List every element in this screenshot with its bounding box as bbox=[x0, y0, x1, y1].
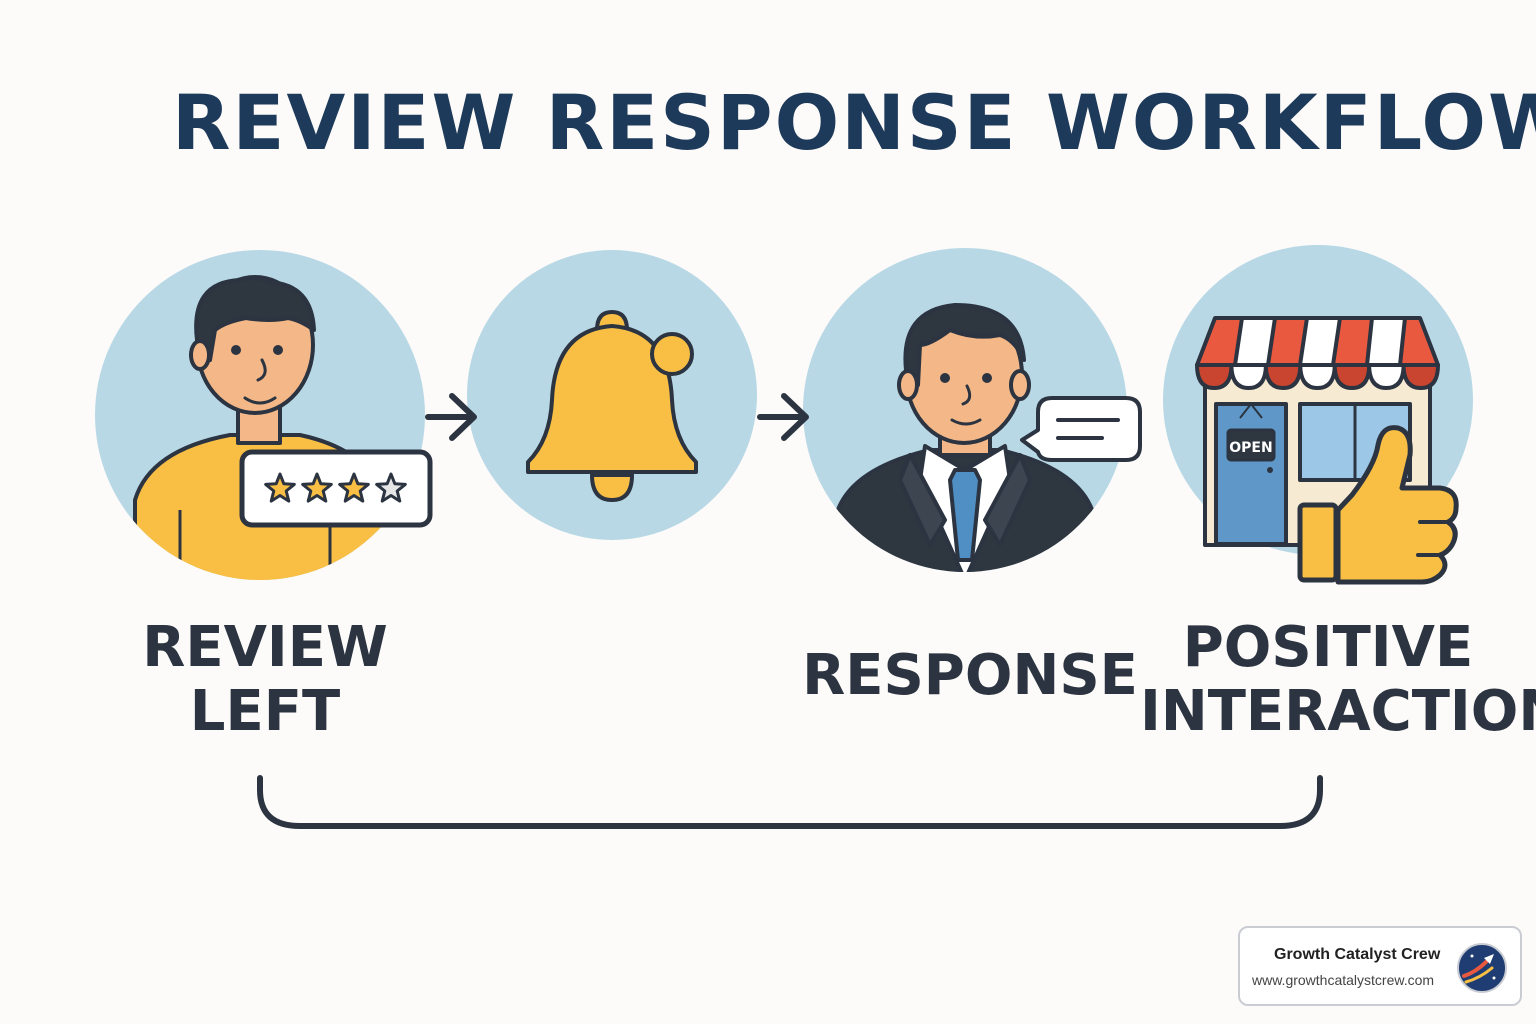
star-icon bbox=[375, 472, 407, 503]
star-rating-card bbox=[239, 449, 433, 528]
arrow-icon bbox=[757, 393, 809, 441]
awning-scallop bbox=[1263, 363, 1303, 390]
star-icon bbox=[301, 472, 333, 503]
brand-url[interactable]: www.growthcatalystcrew.com bbox=[1252, 972, 1435, 988]
rocket-logo-icon bbox=[1457, 943, 1507, 993]
brand-name: Growth Catalyst Crew bbox=[1274, 946, 1441, 963]
awning-scallop bbox=[1401, 363, 1440, 390]
bell-icon bbox=[526, 310, 698, 502]
star-icon bbox=[338, 472, 370, 503]
brand-badge[interactable]: Growth Catalyst Crew www.growthcatalystc… bbox=[1238, 926, 1522, 1006]
speech-bubble-icon bbox=[1020, 396, 1142, 462]
thumbs-up-icon bbox=[1297, 425, 1459, 585]
awning-scallop bbox=[1229, 363, 1268, 390]
cycle-bracket bbox=[257, 775, 1323, 829]
awning-scallop bbox=[1298, 363, 1337, 390]
star-icon bbox=[264, 472, 296, 503]
arrow-icon bbox=[425, 393, 477, 441]
open-sign-text: OPEN bbox=[1229, 440, 1272, 456]
awning-scallop bbox=[1195, 363, 1234, 390]
awning-scallop bbox=[1367, 363, 1406, 390]
page-title: REVIEW RESPONSE WORKFLOW bbox=[172, 78, 1536, 167]
awning-scallop bbox=[1332, 363, 1372, 390]
step-label-response: RESPONSE bbox=[802, 643, 1138, 708]
